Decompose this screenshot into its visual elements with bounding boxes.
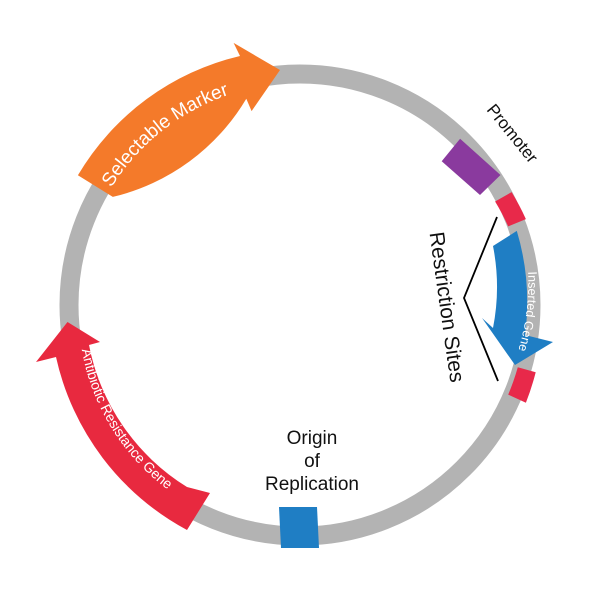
antibiotic-resistance-arrow (36, 322, 210, 530)
promoter-label: Promoter (483, 100, 542, 167)
restriction-site-lower (508, 367, 536, 403)
restriction-site-upper (495, 192, 526, 227)
restriction-sites-bracket (463, 216, 499, 382)
selectable-marker-arrow (77, 42, 281, 197)
restriction-sites-label: Restriction Sites (424, 230, 468, 383)
promoter-block (441, 138, 501, 195)
origin-block (279, 507, 319, 548)
origin-label-line1: Origin (287, 428, 338, 449)
inserted-gene-arrow (482, 230, 553, 365)
origin-label-line3: Replication (265, 474, 359, 495)
origin-label-line2: of (304, 451, 321, 472)
